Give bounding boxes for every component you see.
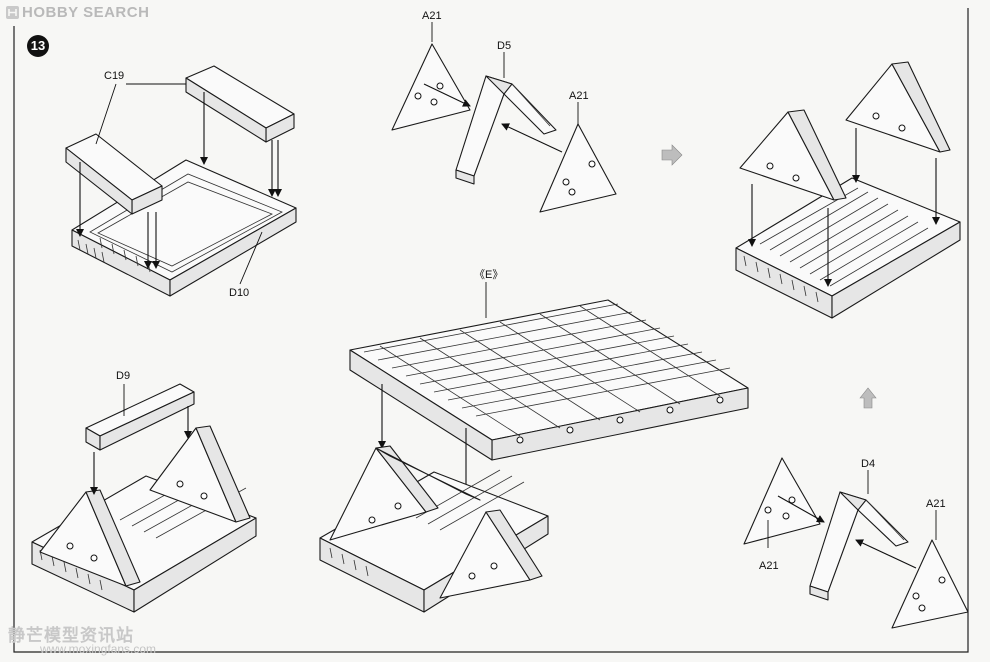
hobby-search-logo: HOBBY SEARCH [22,4,150,21]
part-a-frame-right-bl [149,425,251,523]
page-border [13,8,969,653]
next-step-arrow-up-icon [859,387,877,409]
label-a21-top-right: A21 [569,90,589,102]
part-d5-frame [455,75,557,185]
watermark-chinese: 静芒模型资讯站 [8,626,134,646]
part-a-frame-left-tr [739,109,847,201]
part-a-frame-right-tr [845,61,951,153]
part-d4-frame [809,491,909,601]
part-a21-bottom-left [743,457,821,545]
hobby-search-logo-icon [6,6,19,19]
part-a21-right [539,123,617,213]
label-a21-bottom-left: A21 [759,560,779,572]
label-a21-bottom-right: A21 [926,498,946,510]
label-c19: C19 [104,70,124,82]
label-e: 《E》 [474,268,503,281]
part-c19-bar-right [185,65,295,143]
next-step-arrow-right-icon [661,144,683,166]
part-a21-bottom-right [891,539,969,629]
part-base-platform-top-right [735,177,961,319]
subassembly-a21-d4: D4 A21 A21 [743,457,969,629]
label-d10: D10 [229,287,249,299]
watermark-url: www.moxingfans.com [40,642,157,656]
step-number-badge: 13 [27,35,49,57]
label-d5: D5 [497,40,511,52]
subassembly-top-right-base [735,61,961,319]
subassembly-c19-d10: C19 D10 [65,65,297,299]
part-c19-bar-left [65,133,163,215]
subassembly-a21-d5: A21 D5 A21 [391,10,617,213]
part-e-track-grid: 《E》 [349,268,749,461]
subassembly-center-base [319,445,549,613]
label-a21-top-left: A21 [422,10,442,22]
label-d9: D9 [116,370,130,382]
label-d4: D4 [861,458,875,470]
part-d9-bar [85,383,195,451]
subassembly-d9: D9 [31,370,257,613]
